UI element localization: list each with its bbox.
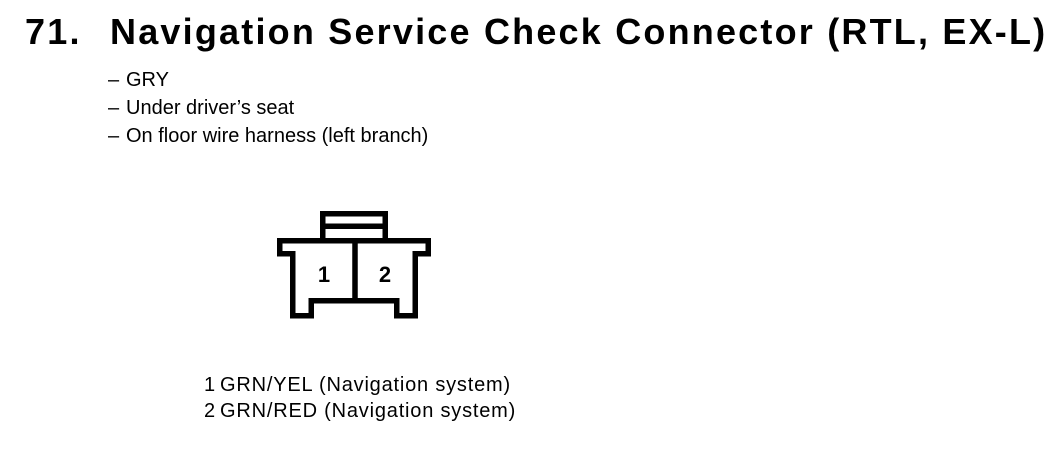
pin-legend: 1 GRN/YEL (Navigation system) 2 GRN/RED … [204,372,516,424]
dash-bullet: – [108,97,120,119]
detail-text: On floor wire harness (left branch) [126,125,429,147]
pin-number: 2 [204,400,216,422]
dash-bullet: – [108,125,120,147]
detail-item-harness: – On floor wire harness (left branch) [108,122,428,150]
detail-item-location: – Under driver’s seat [108,94,428,122]
connector-diagram: 1 2 [277,211,431,319]
pin-number: 1 [204,374,216,396]
connector-details-list: – GRY – Under driver’s seat – On floor w… [108,66,428,150]
detail-item-color: – GRY [108,66,428,94]
dash-bullet: – [108,69,120,91]
pin-legend-row: 1 GRN/YEL (Navigation system) [204,372,516,398]
section-title: Navigation Service Check Connector (RTL,… [110,11,1048,52]
detail-text: Under driver’s seat [126,97,295,119]
pin-wire-label: GRN/YEL (Navigation system) [220,374,511,396]
pin-2-cavity-label: 2 [379,262,391,287]
section-number: 71. [25,11,82,52]
pin-legend-row: 2 GRN/RED (Navigation system) [204,398,516,424]
pin-wire-label: GRN/RED (Navigation system) [220,400,517,422]
detail-text: GRY [126,69,169,91]
section-heading: 71. Navigation Service Check Connector (… [0,14,1056,56]
pin-1-cavity-label: 1 [318,262,330,287]
